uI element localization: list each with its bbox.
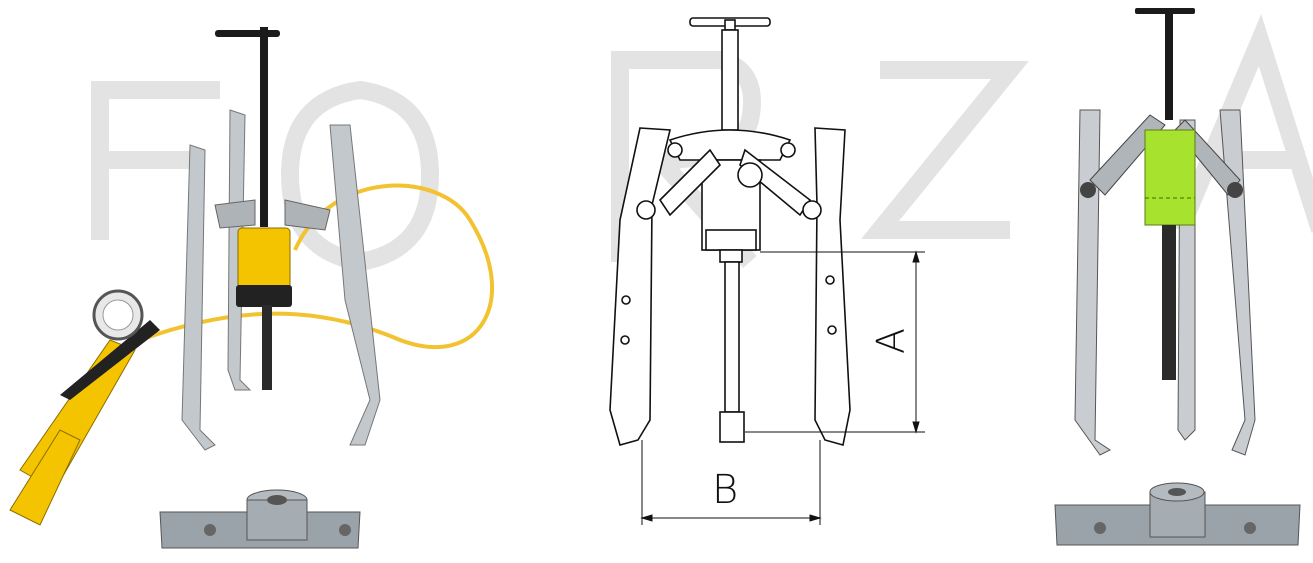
puller-photo-panel [0, 0, 560, 563]
dimension-a-label: A [869, 328, 913, 354]
dimension-b-label: B [712, 467, 739, 513]
hydraulic-puller-photo [9, 27, 495, 549]
puller-render-panel [1000, 0, 1313, 563]
puller-line-drawing [609, 17, 925, 525]
puller-3d-render [1054, 8, 1301, 546]
technical-drawing-panel: A B [560, 0, 1000, 563]
